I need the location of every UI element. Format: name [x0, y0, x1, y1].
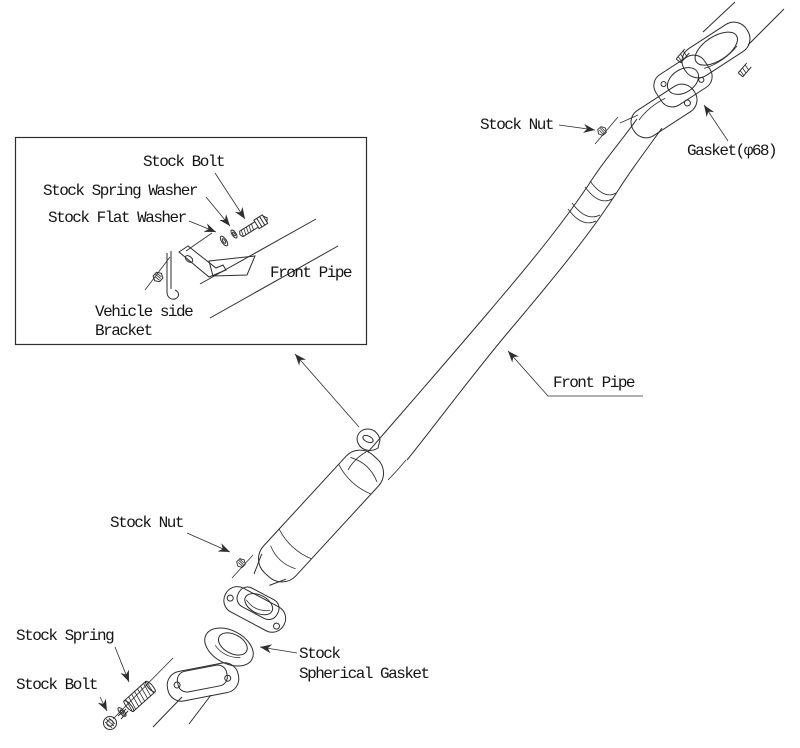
label-vehicle-side-bracket: Vehicle side Bracket — [95, 303, 194, 341]
label-gasket-phi68: Gasket(φ68) — [687, 142, 778, 160]
label-spherical-gasket-line1: Stock — [299, 645, 341, 663]
stock-nut-mid-drawing — [231, 554, 254, 579]
label-stock-bolt-lower: Stock Bolt — [16, 676, 99, 694]
upper-flange-drawing — [675, 21, 752, 79]
label-inset-stock-bolt: Stock Bolt — [143, 153, 226, 171]
label-front-pipe: Front Pipe — [553, 374, 636, 392]
inset-leader-arrows — [188, 172, 246, 233]
inset-bolt-washers-drawing — [219, 214, 269, 247]
label-stock-nut-top: Stock Nut — [480, 116, 554, 134]
label-stock-nut-mid: Stock Nut — [110, 514, 184, 532]
inset-bolt — [239, 214, 269, 238]
label-spherical-gasket-line2: Spherical Gasket — [299, 665, 430, 683]
label-stock-spring: Stock Spring — [16, 627, 115, 645]
label-vehicle-side-line2: Bracket — [95, 322, 153, 340]
mating-pipe-stubs — [702, 1, 785, 46]
main-assembly-drawing — [97, 1, 785, 730]
inset-vehicle-bracket-drawing — [144, 232, 256, 300]
spherical-joint-upper-flange — [223, 586, 287, 633]
label-inset-front-pipe: Front Pipe — [270, 264, 353, 282]
resonator-drawing — [253, 449, 407, 586]
gasket-drawing — [653, 54, 713, 108]
stock-spring-drawing — [112, 657, 174, 720]
main-leader-arrows — [97, 104, 729, 712]
spherical-joint-lower-flange — [152, 662, 240, 728]
front-pipe-flange-drawing — [619, 83, 698, 139]
spherical-gasket-drawing — [204, 627, 254, 667]
label-inset-stock-spring-washer: Stock Spring Washer — [43, 182, 198, 200]
front-pipe-drawing — [356, 118, 663, 461]
stock-nut-top-drawing — [594, 116, 619, 145]
inset-detail-box — [14, 136, 368, 346]
label-stock-spherical-gasket: Stock Spherical Gasket — [299, 644, 430, 684]
label-vehicle-side-line1: Vehicle side — [95, 303, 194, 321]
label-inset-stock-flat-washer: Stock Flat Washer — [48, 209, 187, 227]
stock-bolt-drawing — [103, 707, 129, 730]
